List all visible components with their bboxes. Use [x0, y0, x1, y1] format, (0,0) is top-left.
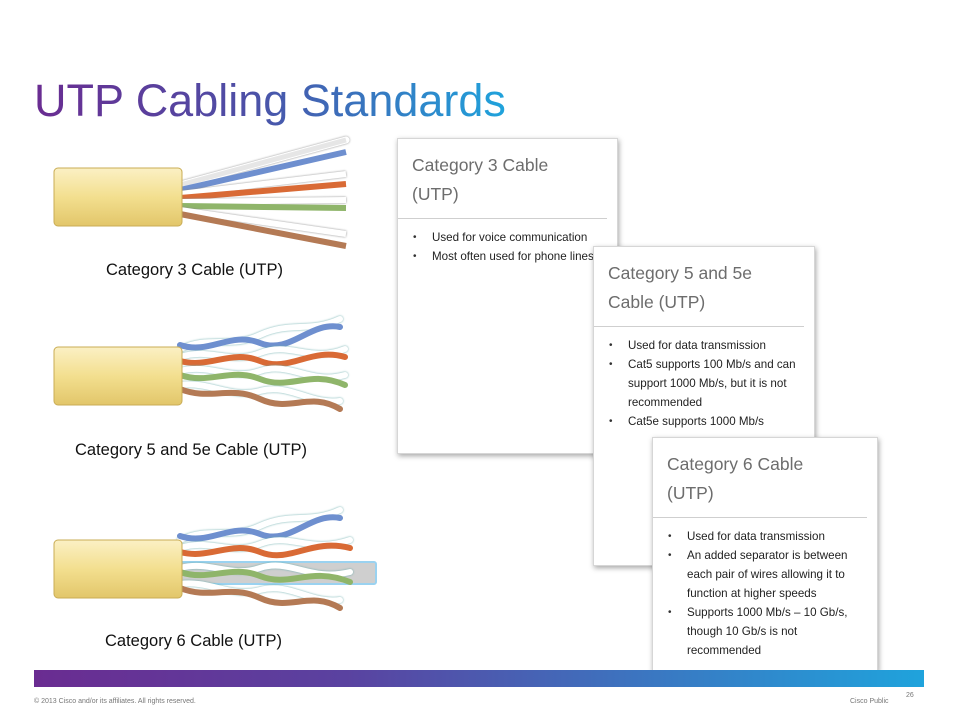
card-bullet: Most often used for phone lines [413, 247, 609, 266]
card-bullet-list: Used for data transmission Cat5 supports… [594, 327, 814, 431]
cat6-info-card: Category 6 Cable (UTP) Used for data tra… [652, 437, 878, 671]
card-bullet: Cat5e supports 1000 Mb/s [609, 412, 806, 431]
card-bullet: Used for data transmission [609, 336, 806, 355]
card-bullet: Used for data transmission [668, 527, 869, 546]
cat3-cable-caption: Category 3 Cable (UTP) [106, 261, 283, 279]
card-bullet: Supports 1000 Mb/s – 10 Gb/s, though 10 … [668, 603, 869, 660]
footer-classification: Cisco Public [850, 698, 889, 705]
card-bullet: Cat5 supports 100 Mb/s and can support 1… [609, 355, 806, 412]
card-bullet: An added separator is between each pair … [668, 546, 869, 603]
card-bullet-list: Used for data transmission An added sepa… [653, 518, 877, 660]
cat3-info-card: Category 3 Cable (UTP) Used for voice co… [397, 138, 618, 454]
footer-copyright: © 2013 Cisco and/or its affiliates. All … [34, 698, 196, 705]
slide-title: UTP Cabling Standards [34, 72, 506, 130]
cat6-cable-caption: Category 6 Cable (UTP) [105, 632, 282, 650]
footer-gradient-bar [34, 670, 924, 687]
page-number: 26 [906, 692, 914, 699]
cat5-cable-illustration [53, 316, 348, 412]
card-title: Category 3 Cable (UTP) [398, 139, 607, 219]
cat6-cable-illustration [53, 507, 377, 611]
card-title: Category 5 and 5e Cable (UTP) [594, 247, 804, 327]
card-bullet-list: Used for voice communication Most often … [398, 219, 617, 266]
card-bullet: Used for voice communication [413, 228, 609, 247]
cat3-cable-illustration [53, 136, 350, 249]
cat5-cable-caption: Category 5 and 5e Cable (UTP) [75, 441, 308, 459]
card-title: Category 6 Cable (UTP) [653, 438, 867, 518]
